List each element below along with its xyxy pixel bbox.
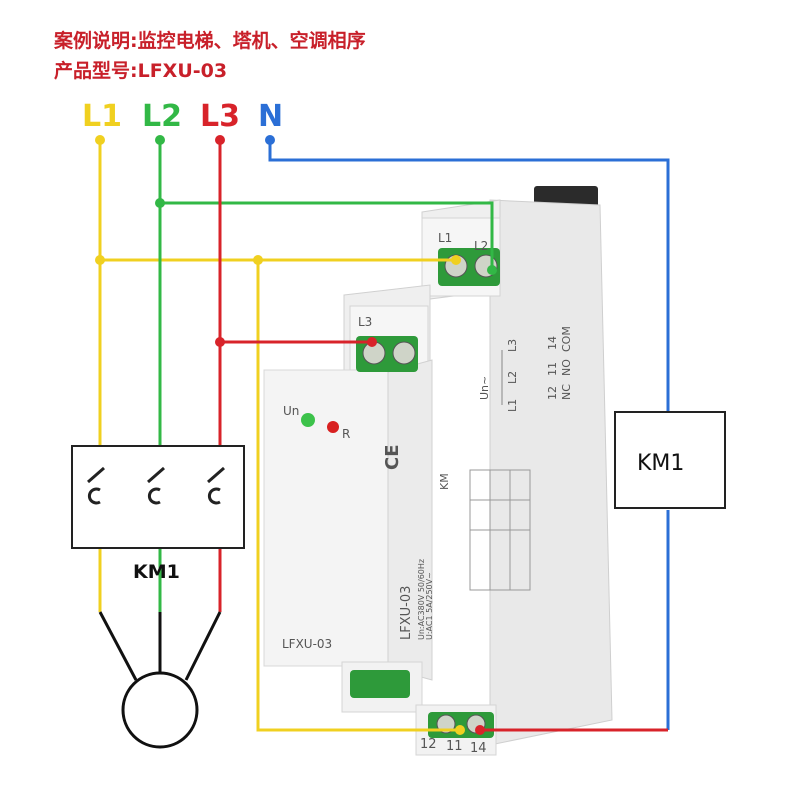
- relay-led: [327, 421, 339, 433]
- bottom-terminal-11: 11: [446, 739, 463, 754]
- switch-arc-l1: [87, 487, 101, 505]
- front-model-label: LFXU-03: [282, 637, 332, 651]
- led-label-power: Un: [283, 404, 299, 418]
- dot-l1-branch: [95, 255, 105, 265]
- switch-contact-l2: [147, 466, 165, 484]
- dot-l2-branch: [155, 198, 165, 208]
- device-side-panel: [489, 199, 613, 746]
- wire-n: [268, 140, 670, 412]
- wire-l1-aux: [256, 260, 460, 732]
- relay-device: L1 L2 L3 Un R LFXU-03 CE LFXU-03 Un:AC38…: [263, 186, 613, 756]
- terminal-label-l1: L1: [438, 231, 452, 245]
- contact-number-12: 12: [546, 386, 559, 400]
- side-schematic: L3 L2 L1 Un~ 14 11 12 COM NO NC KM: [438, 326, 573, 591]
- contact-label-nc: NC: [560, 384, 573, 400]
- dot-l1-terminal: [451, 255, 461, 265]
- motor-symbol: [121, 671, 199, 749]
- side-model-label: LFXU-03: [399, 586, 414, 640]
- contact-label-com: COM: [560, 326, 573, 352]
- side-label-l1: L1: [506, 399, 519, 412]
- dot-l2-source: [155, 135, 165, 145]
- side-label-km: KM: [438, 473, 451, 490]
- contactor-label-km1: KM1: [133, 561, 180, 583]
- caption-product-model: 产品型号:LFXU-03: [54, 60, 228, 82]
- device-front-face: [263, 369, 391, 667]
- contact-number-14: 14: [546, 336, 559, 350]
- switch-contact-l3: [207, 466, 225, 484]
- side-label-l2: L2: [506, 371, 519, 384]
- phase-label-l3: L3: [200, 99, 240, 134]
- terminal-label-l3: L3: [358, 315, 372, 329]
- contactor-km1-main: [71, 445, 245, 549]
- screw-l3-b: [392, 341, 416, 365]
- coil-label-km1: KM1: [637, 451, 684, 476]
- junction-dots: [95, 135, 497, 735]
- phase-label-l1: L1: [82, 99, 122, 134]
- dot-l2-terminal: [487, 265, 497, 275]
- coil-km1-box: [614, 411, 726, 509]
- dot-l3-source: [215, 135, 225, 145]
- side-label-supply: Un~: [478, 376, 491, 400]
- rating-contact: U:AC1 5A/250V~: [425, 572, 434, 640]
- bottom-terminal-14: 14: [470, 741, 487, 756]
- caption-case-description: 案例说明:监控电梯、塔机、空调相序: [54, 30, 366, 52]
- motor: [98, 611, 222, 749]
- motor-lead-l3: [184, 611, 222, 681]
- dot-n-source: [265, 135, 275, 145]
- contact-number-11: 11: [546, 362, 559, 376]
- terminal-lower-green: [350, 670, 410, 698]
- dot-terminal-14: [475, 725, 485, 735]
- dot-terminal-11: [455, 725, 465, 735]
- ce-mark: CE: [382, 444, 403, 470]
- led-label-relay: R: [342, 427, 350, 441]
- dot-l1-aux-branch: [253, 255, 263, 265]
- switch-arc-l3: [207, 487, 221, 505]
- switch-contact-l1: [87, 466, 105, 484]
- terminal-label-l2: L2: [474, 239, 488, 253]
- dot-l3-terminal: [367, 337, 377, 347]
- wire-l2-tap: [160, 201, 494, 270]
- phase-label-n: N: [258, 99, 283, 134]
- phase-label-l2: L2: [142, 99, 182, 134]
- side-label-l3: L3: [506, 339, 519, 352]
- bottom-terminal-12: 12: [420, 737, 437, 752]
- dot-l3-branch: [215, 337, 225, 347]
- contact-label-no: NO: [560, 359, 573, 376]
- switch-arc-l2: [147, 487, 161, 505]
- power-led: [301, 413, 315, 427]
- motor-lead-l1: [98, 611, 138, 681]
- rating-voltage: Un:AC380V 50/60Hz: [417, 559, 426, 640]
- dot-l1-source: [95, 135, 105, 145]
